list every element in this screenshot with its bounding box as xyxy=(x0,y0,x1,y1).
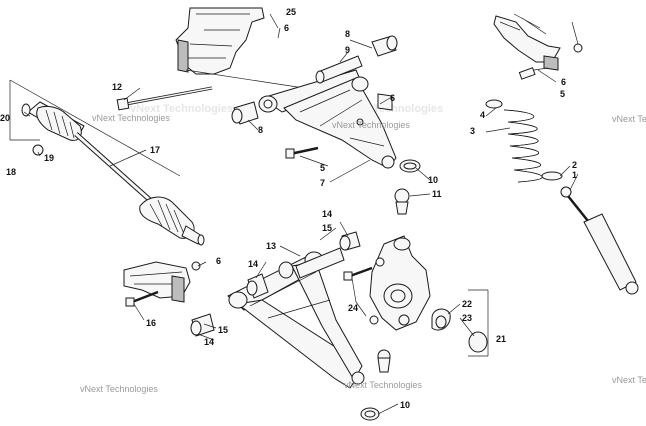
callout-labels: 1 2 3 4 5 5 6 6 6 6 7 8 8 9 10 10 11 12 … xyxy=(0,7,577,410)
callout-10-lower: 10 xyxy=(400,400,410,410)
watermark: vNext Technologies xyxy=(612,375,646,385)
callout-14-mid: 14 xyxy=(248,259,258,269)
callout-8-top: 8 xyxy=(345,29,350,39)
callout-8-mid: 8 xyxy=(258,125,263,135)
upper-ball-joint xyxy=(394,159,421,215)
frame-bracket-right xyxy=(493,13,583,80)
watermark: vNext Technologies xyxy=(92,113,170,123)
callout-19: 19 xyxy=(44,153,54,163)
upper-bushings xyxy=(231,35,398,125)
callout-14-top: 14 xyxy=(322,209,332,219)
callout-6-top: 6 xyxy=(284,23,289,33)
callout-4: 4 xyxy=(480,110,485,120)
callout-24: 24 xyxy=(348,303,358,313)
drive-axle xyxy=(9,79,205,246)
watermark-ghost: vNext Technologies xyxy=(130,103,233,115)
callout-10-upper: 10 xyxy=(428,175,438,185)
bolt-upper-arm xyxy=(285,93,393,159)
lower-bushings xyxy=(190,231,361,337)
callout-13: 13 xyxy=(266,241,276,251)
callout-17: 17 xyxy=(150,145,160,155)
lower-ball-joint xyxy=(360,407,380,421)
callout-25: 25 xyxy=(286,7,296,17)
bolt-12 xyxy=(116,86,213,111)
watermarks: vNext Technologies vNext Technologies vN… xyxy=(80,113,646,394)
callout-14-bottom: 14 xyxy=(204,337,214,347)
steering-knuckle xyxy=(343,235,489,357)
callout-5-upper-arm: 5 xyxy=(320,163,325,173)
callout-15-bottom: 15 xyxy=(218,325,228,335)
callout-6-lower: 6 xyxy=(216,256,221,266)
callout-9: 9 xyxy=(345,45,350,55)
watermark: vNext Technologies xyxy=(344,380,422,390)
watermark: vNext Technologies xyxy=(612,114,646,124)
callout-2: 2 xyxy=(572,160,577,170)
shock-absorber xyxy=(485,99,639,295)
callout-18: 18 xyxy=(6,167,16,177)
callout-6-upper-arm: 6 xyxy=(390,93,395,103)
callout-11: 11 xyxy=(432,189,442,199)
callout-22: 22 xyxy=(462,299,472,309)
leader-lines xyxy=(23,13,579,415)
callout-16: 16 xyxy=(146,318,156,328)
callout-3: 3 xyxy=(470,126,475,136)
watermark: vNext Technologies xyxy=(332,120,410,130)
callout-15-top: 15 xyxy=(322,223,332,233)
callout-20: 20 xyxy=(0,113,10,123)
frame-bracket-lower xyxy=(123,261,201,307)
callout-7: 7 xyxy=(320,178,325,188)
callout-1: 1 xyxy=(572,170,577,180)
watermark: vNext Technologies xyxy=(80,384,158,394)
upper-a-arm xyxy=(258,69,397,169)
callout-6-right: 6 xyxy=(561,77,566,87)
callout-5-right: 5 xyxy=(560,89,565,99)
callout-23: 23 xyxy=(462,313,472,323)
callout-21: 21 xyxy=(496,334,506,344)
frame-bracket-top xyxy=(175,7,331,93)
callout-12: 12 xyxy=(112,82,122,92)
